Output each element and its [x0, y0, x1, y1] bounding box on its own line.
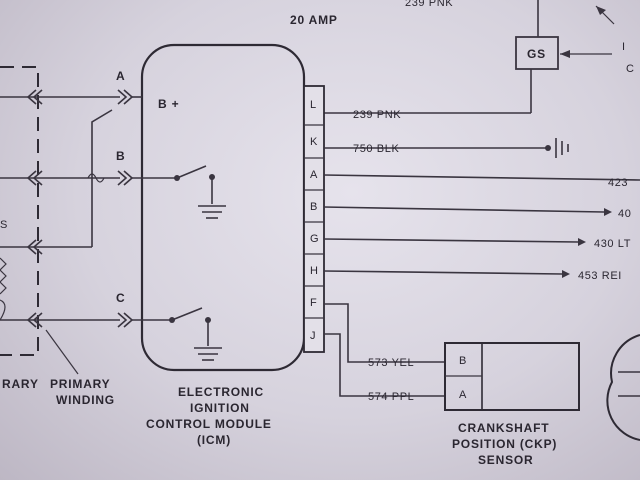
connector-b-left: [26, 170, 43, 186]
arrow-head-2: [560, 50, 570, 58]
switch1-blade: [176, 165, 207, 179]
primary-winding-label-2: WINDING: [56, 393, 115, 407]
ckp-pin-b: B: [459, 355, 466, 367]
bplus-feed-riser: [91, 109, 113, 247]
coil-pack-outline: [0, 66, 39, 356]
coil-terminal-c: C: [116, 291, 125, 305]
connector-a-left: [26, 89, 43, 105]
coil-terminal-b: B: [116, 149, 125, 163]
ckp-title-line-2: POSITION (CKP): [452, 437, 557, 451]
wire-f: [324, 303, 445, 363]
wire-a-label: 423: [608, 177, 628, 189]
switch2-blade: [171, 307, 203, 321]
pin-a: A: [310, 169, 318, 181]
connector-c-right: [117, 312, 134, 328]
gs-label: GS: [527, 47, 546, 61]
coil-terminal-a: A: [116, 69, 125, 83]
wire-k-label: 750 BLK: [353, 143, 399, 155]
primary-winding-label-1: PRIMARY: [50, 377, 111, 391]
wire-h: [323, 270, 563, 275]
ckp-title-line-1: CRANKSHAFT: [458, 421, 549, 435]
primary-winding-leader: [45, 329, 79, 375]
wire-b-label: 40: [618, 208, 631, 220]
wire-g: [323, 238, 579, 243]
icm-connector: [303, 85, 325, 353]
wire-b: [323, 206, 605, 213]
wire-a: [323, 174, 640, 181]
pin-g: G: [310, 233, 319, 245]
connector-c-left: [26, 312, 43, 328]
wire-g-arrow: [578, 238, 586, 246]
left-s-fragment: S: [0, 219, 8, 231]
pin-j: J: [310, 330, 316, 342]
ckp-pin-a: A: [459, 389, 467, 401]
partial-component-outline: [606, 334, 640, 441]
right-edge-label-b: C: [626, 63, 635, 75]
pin-l: L: [310, 99, 316, 111]
wire-f-label: 573 YEL: [368, 357, 414, 369]
connector-feed: [26, 239, 43, 255]
wire-crossover: [87, 173, 105, 183]
ckp-title-line-3: SENSOR: [478, 453, 533, 467]
bplus-label: B +: [158, 97, 179, 111]
pin-h: H: [310, 265, 318, 277]
wire-j-label: 574 PPL: [368, 391, 414, 403]
wire-k-ground-node: [545, 145, 551, 151]
wire-h-arrow: [562, 270, 570, 278]
fuse-label: 20 AMP: [290, 13, 338, 27]
gs-box: [515, 36, 559, 70]
icm-pin-cells: [304, 124, 324, 319]
icm-title-line-2: IGNITION: [190, 401, 250, 415]
icm-title-line-3: CONTROL MODULE: [146, 417, 272, 431]
left-rary-fragment: RARY: [2, 377, 39, 391]
right-edge-label-a: I: [622, 41, 626, 53]
wire-j: [324, 333, 445, 397]
pin-b: B: [310, 201, 317, 213]
connector-b-right: [117, 170, 134, 186]
pin-f: F: [310, 297, 317, 309]
icm-module-body: [140, 43, 306, 372]
connector-a-right: [117, 89, 134, 105]
primary-winding-coil: [0, 257, 7, 295]
pin-k: K: [310, 136, 318, 148]
wire-b-arrow: [604, 208, 612, 216]
top-partial-label: 239 PNK: [405, 0, 453, 9]
icm-title-line-4: (ICM): [197, 433, 231, 447]
arrow-head-1: [596, 6, 606, 15]
primary-winding-loop: [0, 299, 6, 321]
wire-h-label: 453 REI: [578, 270, 622, 282]
wire-g-label: 430 LT: [594, 238, 631, 250]
icm-title-line-1: ELECTRONIC: [178, 385, 264, 399]
wire-l-label: 239 PNK: [353, 109, 401, 121]
